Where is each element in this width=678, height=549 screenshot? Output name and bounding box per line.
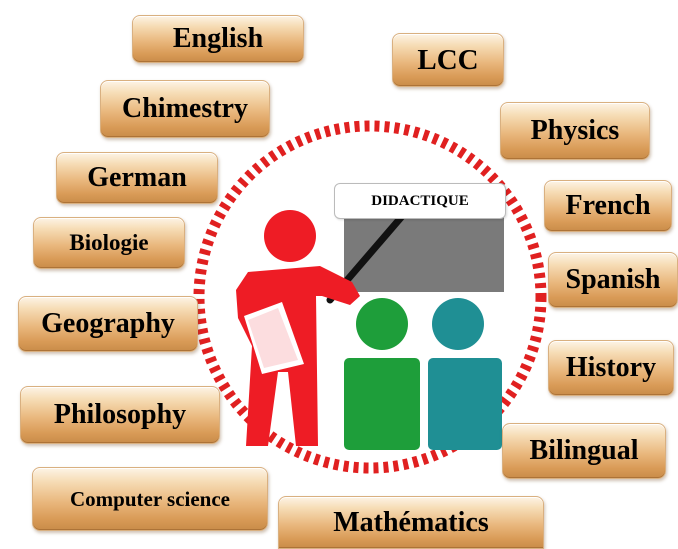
subject-biologie: Biologie [33,217,185,269]
didactique-label: DIDACTIQUE [334,183,506,219]
subject-computer-science: Computer science [32,467,268,531]
student-left-figure [344,298,420,450]
teacher-figure [236,210,360,446]
subject-geography: Geography [18,296,198,352]
subject-history: History [548,340,674,396]
dashed-ring [193,120,547,474]
subject-german: German [56,152,218,204]
subject-english: English [132,15,304,63]
subject-bilingual: Bilingual [502,423,666,479]
subject-chimestry: Chimestry [100,80,270,138]
subject-lcc: LCC [392,33,504,87]
subject-philosophy: Philosophy [20,386,220,444]
subject-french: French [544,180,672,232]
student-right-figure [428,298,502,450]
subject-physics: Physics [500,102,650,160]
subject-mathematics: Mathématics [278,496,544,549]
subject-spanish: Spanish [548,252,678,308]
